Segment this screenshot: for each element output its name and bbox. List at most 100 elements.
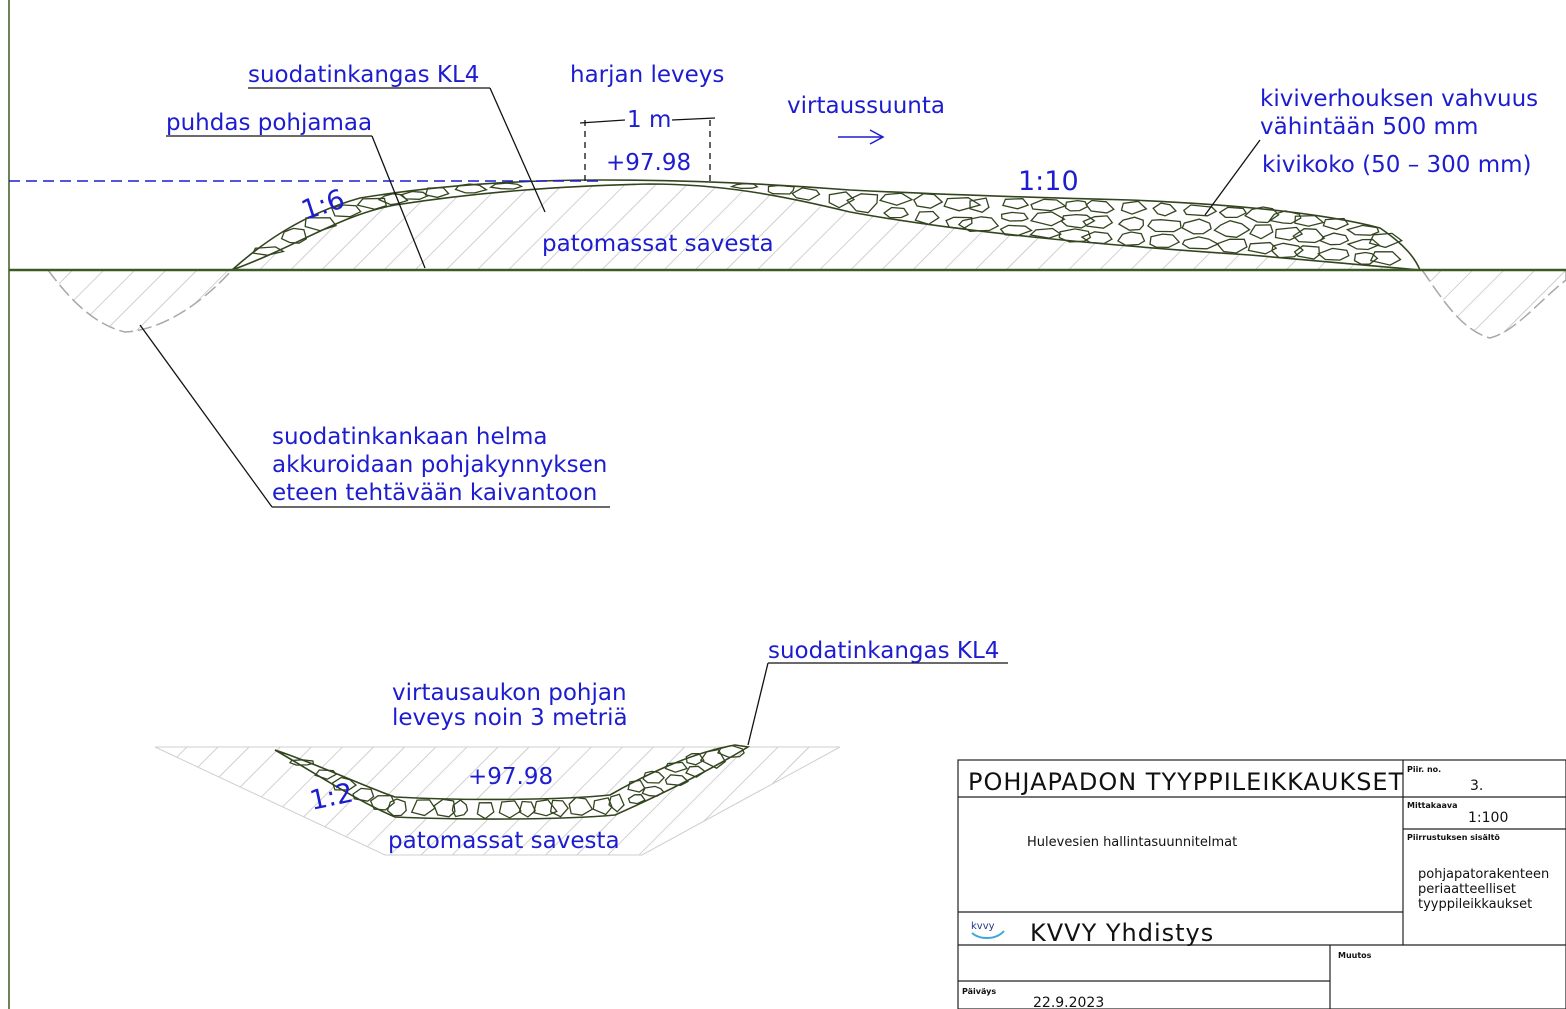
riprap-stone — [280, 227, 308, 244]
riprap-stone — [1182, 204, 1218, 217]
riprap-stone — [943, 197, 982, 212]
riprap-stone — [314, 769, 338, 780]
riprap-stone — [1085, 199, 1115, 214]
riprap-stone — [1293, 245, 1320, 260]
riprap-stone — [608, 793, 625, 813]
label-opening-2: leveys noin 3 metriä — [392, 705, 628, 731]
riprap-stone — [1345, 224, 1380, 236]
riprap-stone — [1292, 228, 1326, 244]
riprap-layer — [231, 179, 1422, 271]
riprap-stone — [451, 799, 469, 818]
riprap-stone — [1028, 227, 1063, 239]
kvvy-logo: kvvy — [971, 921, 1005, 939]
riprap-stone — [1064, 199, 1089, 212]
riprap-stone — [1029, 211, 1066, 227]
label-stone-size: kivikoko (50 – 300 mm) — [1262, 152, 1532, 178]
leader-filter-fabric-top — [489, 87, 546, 213]
riprap-stone — [716, 744, 745, 758]
riprap-stones-top — [252, 182, 1404, 266]
crest-dim-line-left — [579, 119, 626, 124]
leader-hem — [139, 324, 273, 508]
riprap-stone — [1061, 213, 1096, 229]
leader-subsoil — [371, 135, 426, 269]
riprap-stone — [592, 797, 613, 816]
riprap-stone — [791, 187, 821, 201]
riprap-stone — [664, 761, 689, 773]
label-slope-downstream: 1:10 — [1018, 166, 1079, 197]
riprap-stone — [1030, 198, 1067, 212]
title-block-contents-label: Piirrustuksen sisältö — [1407, 833, 1500, 842]
riprap-stone — [1146, 219, 1182, 233]
riprap-stone — [1117, 216, 1144, 231]
left-trench — [46, 269, 234, 333]
riprap-stone — [641, 785, 665, 797]
title-block-contents-2: periaatteelliset — [1418, 882, 1516, 897]
title-block-scale: 1:100 — [1468, 810, 1508, 826]
riprap-stone — [957, 216, 1000, 232]
kvvy-logo-text: kvvy — [971, 921, 995, 932]
riprap-stone — [304, 217, 338, 232]
riprap-stone — [1243, 206, 1280, 224]
riprap-stone — [1149, 233, 1181, 249]
riprap-stone — [369, 794, 396, 811]
riprap-stone — [356, 197, 388, 210]
leader-riprap-thickness — [1204, 139, 1261, 216]
riprap-stone — [846, 193, 879, 214]
label-opening-1: virtausaukon pohjan — [392, 680, 627, 706]
riprap-stone — [664, 774, 689, 786]
riprap-stone — [1000, 211, 1029, 222]
riprap-stone — [1268, 210, 1302, 225]
title-block-contents-3: tyyppileikkaukset — [1418, 897, 1532, 912]
label-riprap-thickness-2: vähintään 500 mm — [1260, 114, 1478, 140]
riprap-stone — [1368, 232, 1404, 249]
title-block-date-label: Päiväys — [962, 987, 996, 996]
riprap-stone — [1002, 198, 1030, 210]
riprap-stone — [518, 800, 536, 818]
riprap-stone — [498, 800, 522, 819]
riprap-stone — [1353, 251, 1379, 265]
riprap-stone — [399, 190, 430, 200]
riprap-stone — [330, 204, 362, 218]
riprap-stone — [1319, 232, 1350, 246]
right-trench — [1420, 269, 1566, 339]
riprap-stone — [1181, 236, 1220, 250]
riprap-stone — [1116, 231, 1146, 246]
riprap-stone — [642, 770, 666, 784]
label-dam-fill-top: patomassat savesta — [542, 231, 774, 257]
title-block-organization: KVVY Yhdistys — [1030, 919, 1214, 947]
riprap-stone — [1082, 215, 1114, 229]
riprap-stone — [533, 799, 558, 817]
riprap-stone — [767, 184, 796, 195]
riprap-stone — [1181, 218, 1212, 235]
riprap-stone — [627, 779, 646, 793]
riprap-stone — [883, 206, 909, 219]
riprap-stone — [1249, 224, 1274, 240]
title-block-drawing-no: 3. — [1470, 778, 1483, 794]
riprap-stone — [386, 798, 407, 817]
label-hem-2: akkuroidaan pohjakynnyksen — [272, 452, 607, 478]
riprap-stone — [331, 776, 358, 791]
title-block-project: Hulevesien hallintasuunnitelmat — [1027, 835, 1237, 850]
riprap-stone — [1369, 251, 1402, 266]
riprap-stone — [352, 787, 375, 802]
title-block-revision-label: Muutos — [1338, 951, 1372, 960]
label-flow-direction: virtaussuunta — [787, 93, 945, 119]
label-clean-subsoil: puhdas pohjamaa — [166, 110, 372, 136]
riprap-stone — [969, 197, 990, 214]
leader-filter-fabric-bottom — [747, 662, 769, 746]
riprap-stone — [1080, 231, 1113, 245]
riprap-stone — [685, 765, 707, 778]
riprap-stone — [433, 798, 456, 818]
riprap-stone — [424, 187, 450, 199]
title-block-drawing-no-label: Piir. no. — [1407, 765, 1441, 774]
riprap-stone — [549, 799, 569, 818]
flow-direction-arrow — [838, 129, 885, 145]
riprap-stones-bottom — [288, 744, 745, 820]
riprap-stone — [685, 752, 705, 766]
riprap-stone — [1120, 200, 1148, 215]
riprap-stone — [914, 210, 940, 226]
title-block-scale-label: Mittakaava — [1407, 801, 1457, 810]
riprap-stone — [489, 182, 524, 190]
riprap-stone — [945, 216, 973, 230]
